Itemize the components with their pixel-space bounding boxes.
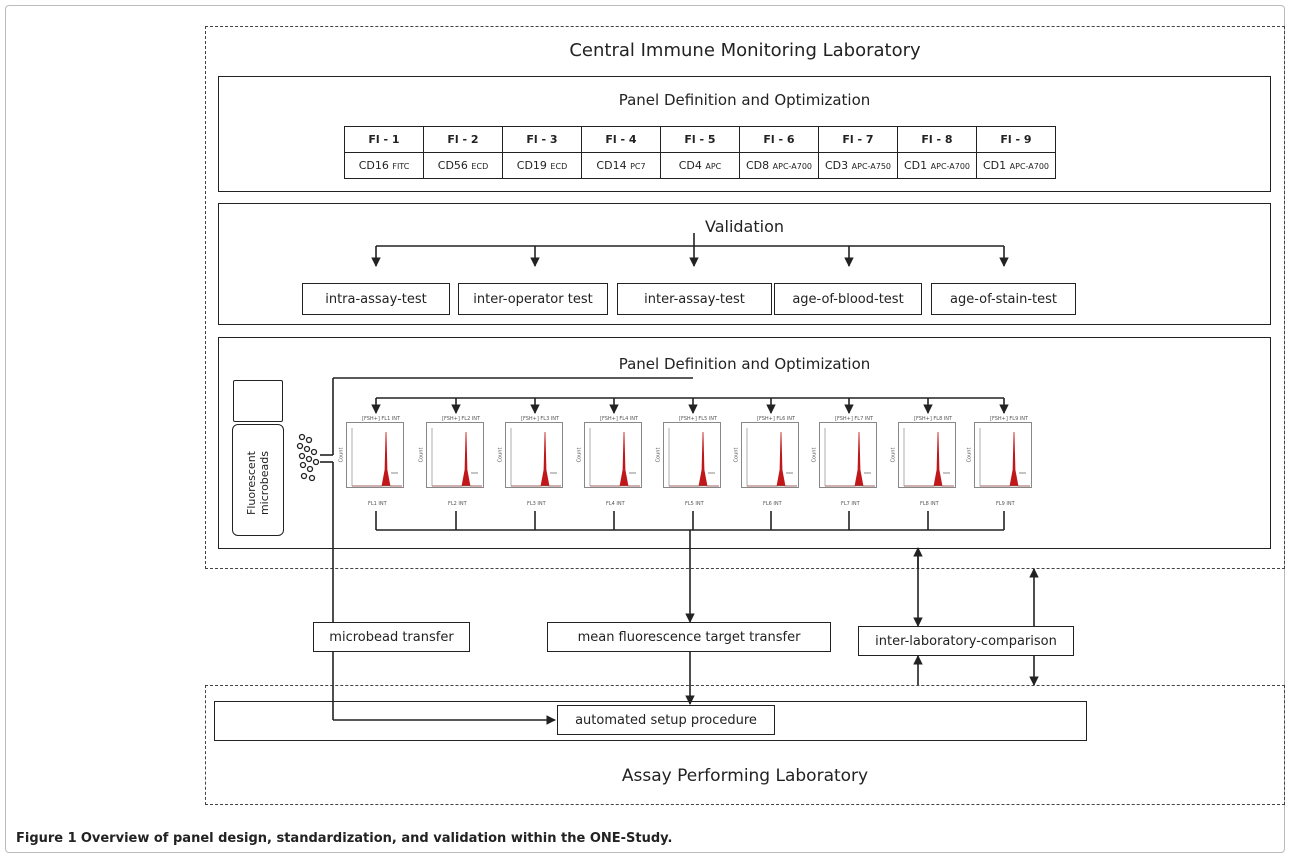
histogram-xlabel: FL2 INT (448, 501, 467, 507)
histogram-plot (974, 422, 1032, 488)
mfi-transfer-box: mean fluorescence target transfer (547, 622, 831, 652)
automated-setup-box: automated setup procedure (557, 705, 775, 735)
fl-channel-marker: CD8 APC-A700 (739, 152, 819, 179)
histogram-xlabel: FL4 INT (606, 501, 625, 507)
caption-label: Figure 1 (16, 831, 77, 846)
validation-test-box: inter-operator test (458, 283, 608, 315)
histogram-xlabel: FL1 INT (368, 501, 387, 507)
histogram-title: [FSH+] FL6 INT (757, 416, 796, 422)
histogram-title: [FSH+] FL8 INT (914, 416, 953, 422)
fl-channel-header: Fl - 7 (818, 126, 898, 153)
histogram-ylabel: Count (733, 447, 740, 463)
central-lab-container (205, 26, 1285, 569)
histogram-title: [FSH+] FL7 INT (835, 416, 874, 422)
histogram-plot (663, 422, 721, 488)
central-lab-title: Central Immune Monitoring Laboratory (569, 40, 921, 61)
fl-channel-marker: CD3 APC-A750 (818, 152, 898, 179)
fl-channel-header: Fl - 5 (660, 126, 740, 153)
dye-name: FITC (392, 162, 410, 171)
histogram-title: [FSH+] FL9 INT (990, 416, 1029, 422)
marker-name: CD16 (358, 159, 389, 172)
dye-name: APC-A750 (851, 162, 891, 171)
fl-channel-header: Fl - 2 (423, 126, 503, 153)
dye-name: APC-A700 (930, 162, 970, 171)
marker-name: CD19 (516, 159, 547, 172)
panel-definition-title: Panel Definition and Optimization (618, 91, 871, 109)
histogram-xlabel: FL7 INT (841, 501, 860, 507)
optimization-title: Panel Definition and Optimization (618, 355, 871, 373)
marker-name: CD1 (983, 159, 1007, 172)
dye-name: ECD (471, 162, 489, 171)
caption-text: Overview of panel design, standardizatio… (80, 831, 673, 846)
microbead-transfer-box: microbead transfer (313, 622, 470, 652)
fl-channel-marker: CD56 ECD (423, 152, 503, 179)
marker-name: CD8 (746, 159, 770, 172)
histogram-title: [FSH+] FL4 INT (600, 416, 639, 422)
marker-name: CD1 (904, 159, 928, 172)
validation-test-box: age-of-blood-test (774, 283, 922, 315)
assay-lab-container (205, 685, 1285, 805)
histogram-ylabel: Count (890, 447, 897, 463)
vial-label: Fluorescent microbeads (245, 450, 271, 516)
histogram-xlabel: FL3 INT (527, 501, 546, 507)
validation-test-box: age-of-stain-test (931, 283, 1076, 315)
histogram-title: [FSH+] FL3 INT (521, 416, 560, 422)
histogram-xlabel: FL9 INT (996, 501, 1015, 507)
histogram-title: [FSH+] FL1 INT (362, 416, 401, 422)
histogram-xlabel: FL5 INT (685, 501, 704, 507)
histogram-plot (819, 422, 877, 488)
inter-lab-comparison-box: inter-laboratory-comparison (858, 626, 1074, 656)
histogram-ylabel: Count (811, 447, 818, 463)
dye-name: ECD (550, 162, 568, 171)
dye-name: PC7 (630, 162, 646, 171)
histogram-ylabel: Count (338, 447, 345, 463)
figure-caption: Figure 1 Overview of panel design, stand… (16, 831, 672, 846)
histogram-title: [FSH+] FL2 INT (442, 416, 481, 422)
marker-name: CD4 (678, 159, 702, 172)
fl-channel-header: Fl - 1 (344, 126, 424, 153)
marker-name: CD56 (437, 159, 468, 172)
histogram-plot (741, 422, 799, 488)
validation-title: Validation (704, 217, 784, 236)
fl-channel-header: Fl - 4 (581, 126, 661, 153)
histogram-ylabel: Count (655, 447, 662, 463)
fl-channel-marker: CD1 APC-A700 (976, 152, 1056, 179)
histogram-title: [FSH+] FL5 INT (679, 416, 718, 422)
histogram-plot (584, 422, 642, 488)
marker-name: CD3 (825, 159, 849, 172)
vial-cap (233, 380, 283, 422)
marker-name: CD14 (596, 159, 627, 172)
dye-name: APC-A700 (1009, 162, 1049, 171)
histogram-plot (898, 422, 956, 488)
histogram-plot (426, 422, 484, 488)
fl-channel-header: Fl - 8 (897, 126, 977, 153)
validation-test-box: intra-assay-test (302, 283, 450, 315)
histogram-ylabel: Count (418, 447, 425, 463)
validation-test-box: inter-assay-test (617, 283, 772, 315)
fl-channel-marker: CD1 APC-A700 (897, 152, 977, 179)
assay-lab-title: Assay Performing Laboratory (621, 766, 869, 786)
histogram-xlabel: FL6 INT (763, 501, 782, 507)
histogram-ylabel: Count (497, 447, 504, 463)
vial-body (232, 424, 284, 536)
fl-channel-marker: CD4 APC (660, 152, 740, 179)
fl-channel-header: Fl - 9 (976, 126, 1056, 153)
histogram-xlabel: FL8 INT (920, 501, 939, 507)
histogram-ylabel: Count (576, 447, 583, 463)
histogram-plot (346, 422, 404, 488)
dye-name: APC (705, 162, 722, 171)
fl-channel-marker: CD19 ECD (502, 152, 582, 179)
histogram-ylabel: Count (966, 447, 973, 463)
fl-channel-header: Fl - 6 (739, 126, 819, 153)
fl-channel-header: Fl - 3 (502, 126, 582, 153)
fl-channel-marker: CD14 PC7 (581, 152, 661, 179)
histogram-plot (505, 422, 563, 488)
dye-name: APC-A700 (772, 162, 812, 171)
fl-channel-marker: CD16 FITC (344, 152, 424, 179)
